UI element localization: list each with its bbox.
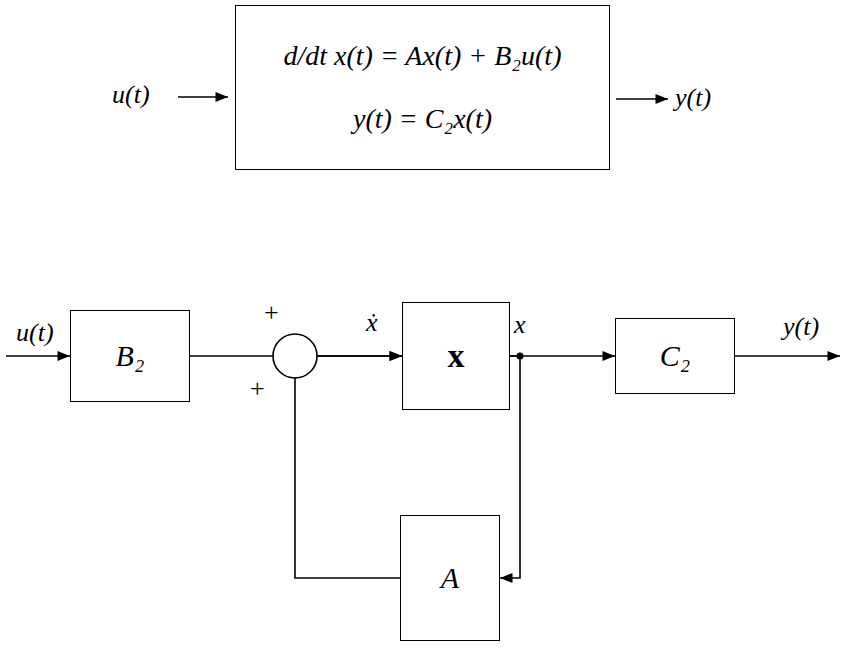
input-arrow — [178, 96, 228, 98]
integrator-block: x — [402, 302, 510, 410]
block-text: d/dt x(t) = Ax(t) + B₂u(t) — [284, 40, 562, 72]
gain-block: B₂ — [70, 310, 190, 402]
signal-connector — [510, 355, 615, 357]
signal-name: x — [514, 310, 526, 340]
block-text: B₂ — [116, 339, 145, 374]
signal-name: u(t) — [16, 318, 54, 348]
gain-block: C₂ — [615, 318, 735, 394]
input-wire — [6, 355, 70, 357]
sign-label: + — [250, 374, 265, 404]
gain-block: A — [400, 515, 500, 641]
equation-box: d/dt x(t) = Ax(t) + B₂u(t) y(t) = C₂x(t) — [235, 5, 610, 170]
block-text: C₂ — [660, 339, 690, 374]
signal-name: ẋ — [366, 308, 378, 338]
summing-junction — [273, 334, 317, 378]
output-wire — [735, 355, 840, 357]
signal-connector — [295, 356, 402, 578]
output-arrow — [616, 98, 668, 100]
signal-name: y(t) — [675, 83, 711, 113]
signal-name: u(t) — [112, 80, 150, 110]
block-text: A — [441, 561, 459, 596]
sign-label: + — [264, 298, 279, 328]
state-symbol: x — [448, 336, 465, 375]
branch-dot — [517, 353, 524, 360]
block-text: y(t) = C₂x(t) — [353, 103, 492, 135]
signal-name: y(t) — [783, 312, 819, 342]
